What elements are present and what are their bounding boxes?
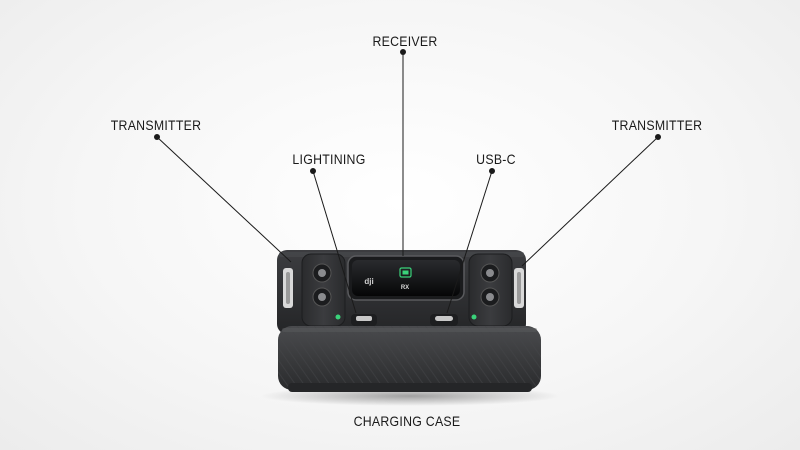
label-receiver: RECEIVER bbox=[372, 33, 438, 49]
battery-icon bbox=[399, 267, 412, 278]
usb-c-connector bbox=[430, 314, 458, 326]
lightning-connector bbox=[351, 314, 377, 326]
charging-case-base bbox=[278, 326, 541, 392]
callout-dots bbox=[154, 49, 661, 174]
callout-lines bbox=[156, 52, 659, 314]
transmitter-right bbox=[468, 253, 524, 327]
label-lightning: LIGHTINING bbox=[292, 151, 366, 167]
receiver-brand: dji bbox=[364, 277, 373, 286]
label-transmitter-left: TRANSMITTER bbox=[110, 117, 202, 133]
label-charging-case: CHARGING CASE bbox=[353, 413, 461, 429]
status-led-icon bbox=[471, 314, 477, 320]
receiver-unit: dji RX bbox=[347, 255, 465, 301]
transmitter-left bbox=[283, 253, 346, 327]
label-usb-c: USB-C bbox=[476, 151, 516, 167]
label-transmitter-right: TRANSMITTER bbox=[611, 117, 703, 133]
receiver-mode: RX bbox=[401, 285, 409, 291]
status-led-icon bbox=[335, 314, 341, 320]
